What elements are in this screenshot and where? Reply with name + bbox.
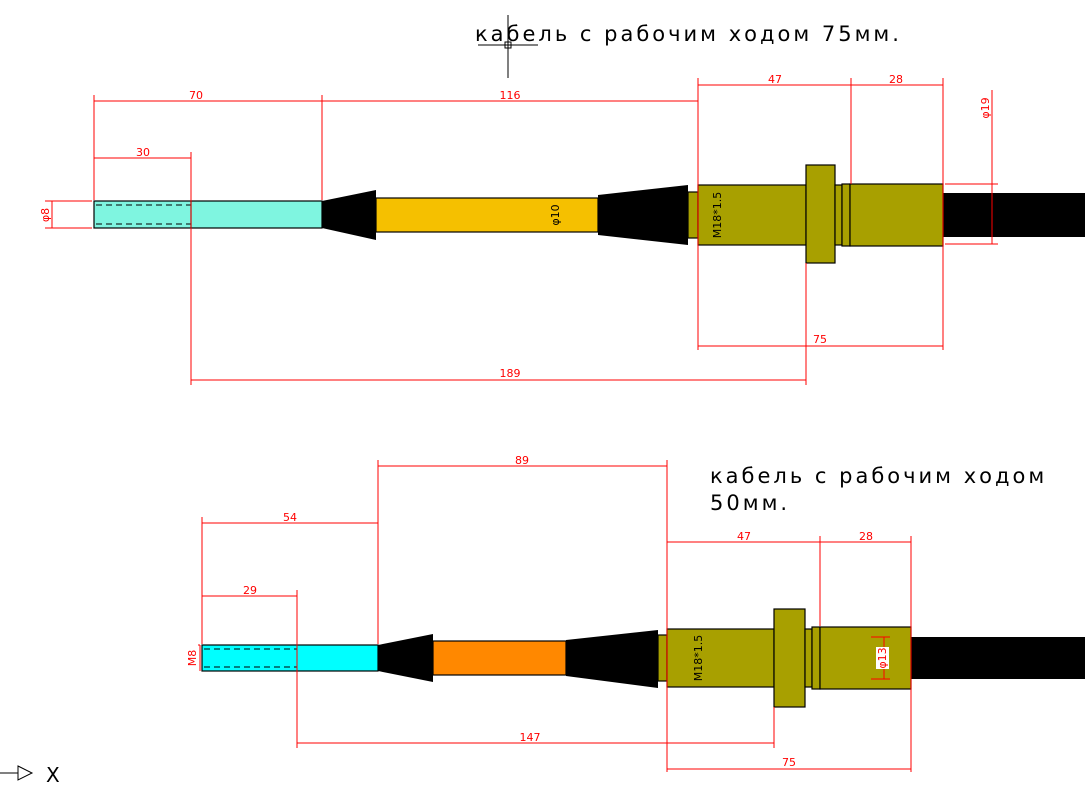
dim-47: 47 [737,530,751,543]
top-fitting-ring [841,183,851,247]
bottom-fitting-sleeve [819,626,912,690]
top-fitting-neck [687,191,699,239]
bottom-tube [432,640,567,676]
bottom-fitting-ring [804,628,813,688]
bottom-cone-right [566,630,658,688]
top-title: кабель с рабочим ходом 75мм. [475,22,902,46]
dim-75: 75 [782,756,796,769]
dim-29: 29 [243,584,257,597]
dim-phi13: φ13 [876,647,889,668]
cursor-crosshair-icon [478,15,538,78]
bottom-title-line1: кабель с рабочим ходом [710,464,1047,488]
ucs-x-label: X [46,763,60,787]
dim-47: 47 [768,73,782,86]
dim-28: 28 [889,73,903,86]
bottom-dimension-lines [198,460,912,772]
top-assembly: кабель с рабочим ходом 75мм. [39,15,1085,385]
top-nut [805,164,836,264]
dim-m8: M8 [186,650,199,667]
top-cone-left [322,190,376,240]
dim-70: 70 [189,89,203,102]
top-tube [375,197,599,233]
top-cable [943,193,1085,237]
dim-phi8: φ8 [39,208,52,222]
dim-189: 189 [500,367,521,380]
dim-54: 54 [283,511,297,524]
bottom-nut [773,608,806,708]
top-cone-right [598,185,688,245]
bottom-fitting-ring [811,626,821,690]
dim-75: 75 [813,333,827,346]
thread-label: M18*1.5 [692,635,705,681]
dim-phi10: φ10 [549,204,562,225]
bottom-title-line2: 50мм. [710,491,790,515]
dim-89: 89 [515,454,529,467]
bottom-cable [911,637,1085,679]
dim-30: 30 [136,146,150,159]
dim-147: 147 [520,731,541,744]
bottom-fitting-body [666,628,775,688]
dim-28: 28 [859,530,873,543]
top-fitting-ring [834,184,843,246]
dim-116: 116 [500,89,521,102]
bottom-cone-left [378,634,433,682]
ucs-axis-icon: X [0,763,60,787]
phi13-label-bg [876,647,889,669]
bottom-assembly: кабель с рабочим ходом 50мм. 89 [186,454,1085,772]
thread-label: M18*1.5 [711,192,724,238]
bottom-fitting-neck [657,634,668,682]
dim-phi19: φ19 [979,97,992,118]
top-dimension-lines [45,78,998,385]
top-fitting-sleeve [849,183,944,247]
